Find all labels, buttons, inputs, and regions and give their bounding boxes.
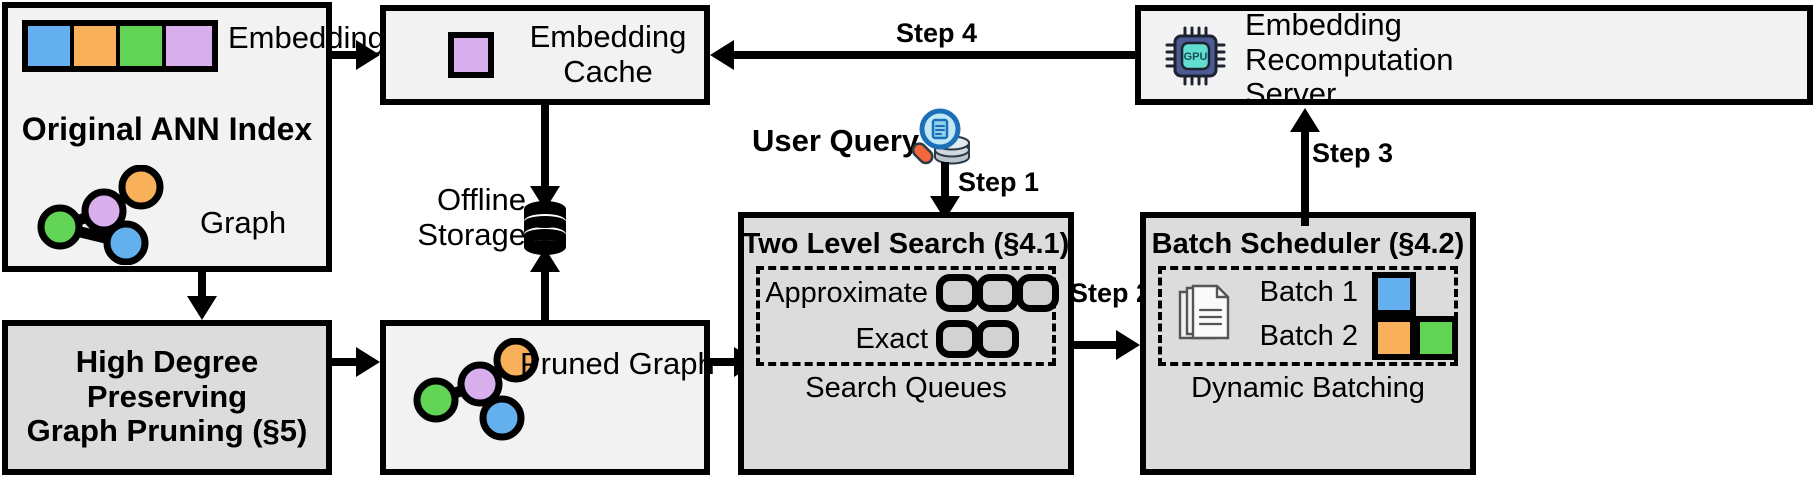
approximate-row-label: Approximate <box>765 277 928 309</box>
approximate-queue-chip <box>976 274 1019 312</box>
two-level-search-title: Two Level Search (§4.1) <box>742 228 1070 260</box>
step2-label: Step 2 <box>1070 278 1152 308</box>
original-ann-index-title: Original ANN Index <box>21 111 313 147</box>
embedding-cell-blue <box>28 26 74 66</box>
batch-1-label: Batch 1 <box>1259 276 1358 308</box>
arrow-pruning-to-pruned-graph <box>332 345 380 379</box>
arrow-step3 <box>1288 108 1322 226</box>
dynamic-batching-footer: Dynamic Batching <box>1191 372 1425 404</box>
search-database-icon <box>900 103 974 177</box>
arrow-step4 <box>710 38 1135 72</box>
arrow-pruned-graph-to-storage <box>528 248 562 335</box>
embedding-cache-title: Embedding Cache <box>529 19 687 89</box>
gpu-icon-text: GPU <box>1184 51 1208 63</box>
pruned-graph-label: Pruned Graph <box>520 346 715 381</box>
embedding-cache-box <box>380 5 710 105</box>
batch-1-swatch-blue <box>1372 272 1416 316</box>
user-query-label: User Query <box>752 123 920 158</box>
arrow-index-to-pruning <box>185 272 219 320</box>
embedding-strip <box>22 20 218 72</box>
batch-2-swatch-green <box>1414 316 1458 360</box>
exact-row-label: Exact <box>855 323 928 355</box>
embedding-cell-green <box>120 26 166 66</box>
approximate-queue-chip <box>936 274 979 312</box>
graph-pruning-box <box>2 320 332 475</box>
search-queues-panel <box>756 266 1056 366</box>
pruned-graph-widget <box>408 338 548 450</box>
embedding-cache-swatch <box>448 32 494 78</box>
recompute-server-title: Embedding Recomputation Server <box>1245 7 1454 112</box>
arrow-cache-to-storage <box>528 105 562 210</box>
arrow-index-to-cache <box>332 38 380 72</box>
batch-2-swatch-orange <box>1372 316 1416 360</box>
graph-label: Graph <box>200 205 287 240</box>
exact-queue-chip <box>936 320 979 358</box>
graph-pruning-title: High Degree Preserving Graph Pruning (§5… <box>26 344 308 449</box>
documents-icon <box>1176 284 1232 346</box>
embedding-cell-orange <box>74 26 120 66</box>
arrow-step2 <box>1074 328 1140 362</box>
original-graph-widget <box>36 165 176 265</box>
recompute-server-box <box>1135 5 1813 105</box>
exact-queue-chip <box>976 320 1019 358</box>
batch-scheduler-title: Batch Scheduler (§4.2) <box>1151 228 1465 260</box>
gpu-chip-icon: GPU <box>1163 26 1229 86</box>
step3-label: Step 3 <box>1312 138 1394 168</box>
offline-storage-label: Offline Storage <box>417 182 526 252</box>
step1-label: Step 1 <box>958 167 1040 197</box>
search-queues-footer: Search Queues <box>805 372 1007 404</box>
batch-2-label: Batch 2 <box>1259 320 1358 352</box>
step4-label: Step 4 <box>896 18 978 48</box>
embedding-cell-purple <box>166 26 212 66</box>
approximate-queue-chip <box>1016 274 1059 312</box>
